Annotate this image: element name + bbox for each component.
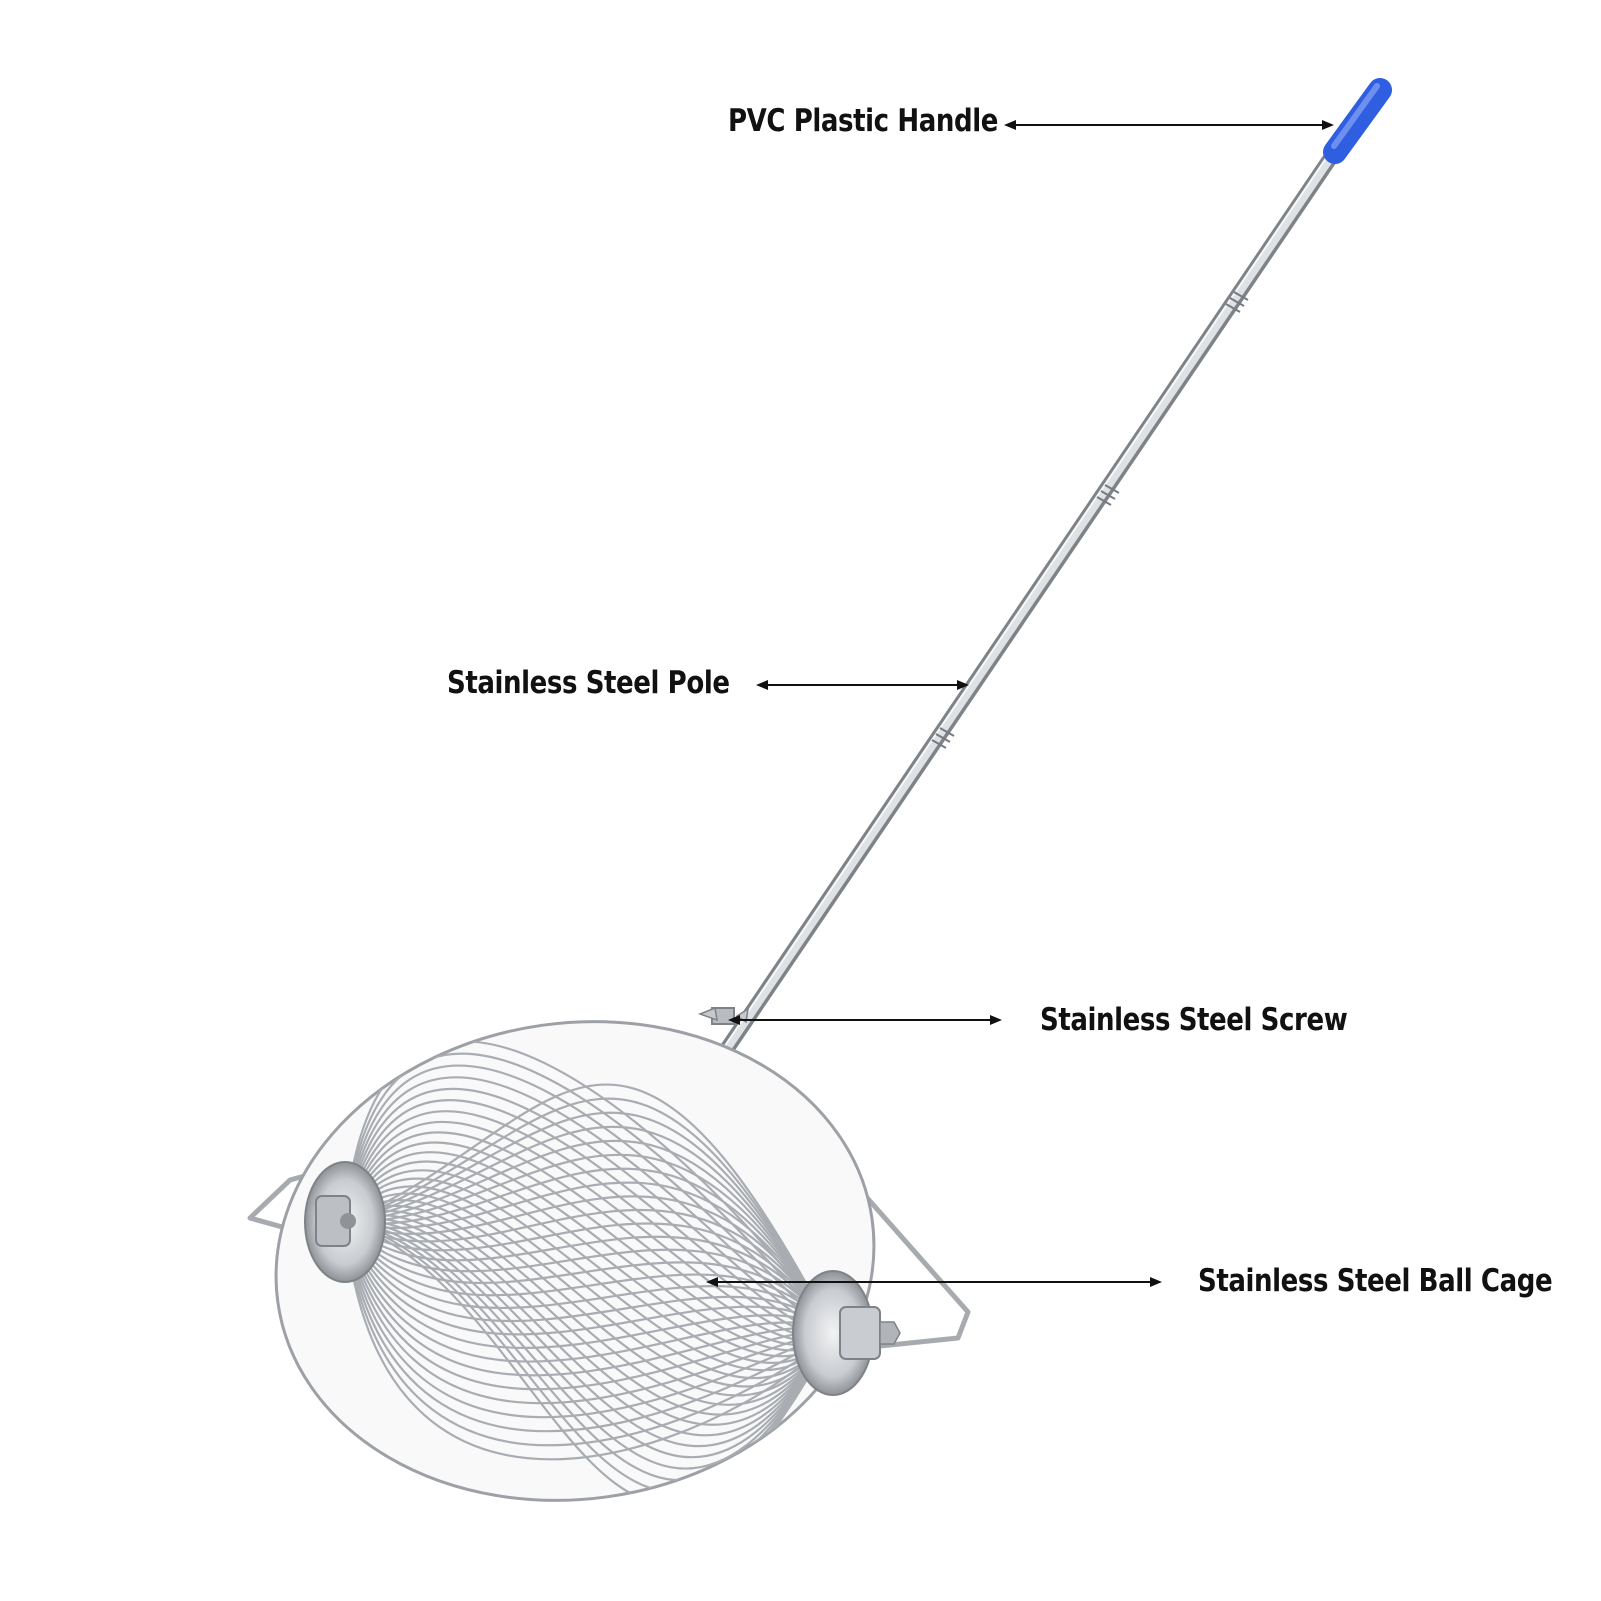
stainless-steel-pole: [710, 102, 1371, 1070]
cage-wire: [344, 1139, 834, 1334]
label-stainless-steel-pole: Stainless Steel Pole: [447, 665, 730, 701]
cage-wire: [344, 1221, 834, 1334]
cage-wire: [343, 1221, 834, 1461]
cage-wire: [344, 1221, 834, 1334]
cage-wire: [343, 1221, 834, 1350]
cage-wire: [343, 1221, 834, 1391]
annotation-arrows: [706, 120, 1334, 1287]
cage-wire: [344, 1221, 834, 1334]
cage-wire: [343, 1221, 834, 1405]
cage-wire: [344, 1208, 834, 1334]
cage-wire: [344, 1111, 834, 1334]
cage-wire: [344, 1153, 834, 1334]
label-stainless-steel-ball-cage: Stainless Steel Ball Cage: [1198, 1263, 1553, 1299]
cage-wire: [343, 1221, 834, 1377]
cage-wire: [344, 1167, 834, 1334]
cage-wire: [344, 1125, 834, 1334]
label-pvc-plastic-handle: PVC Plastic Handle: [728, 103, 998, 139]
cage-wire: [343, 1221, 834, 1433]
cage-wire: [344, 1221, 834, 1334]
cage-wire: [343, 1221, 834, 1419]
cage-wire: [344, 1083, 834, 1334]
cage-wire: [343, 1221, 834, 1447]
label-stainless-steel-screw: Stainless Steel Screw: [1040, 1002, 1348, 1038]
cage-wire: [344, 1097, 834, 1334]
arrow-handle: [1004, 120, 1334, 130]
cage-wire: [344, 1221, 834, 1334]
arrow-pole: [756, 680, 969, 690]
stainless-steel-ball-cage: [274, 1020, 901, 1505]
cage-wire: [343, 1221, 834, 1363]
arrow-cage: [706, 1277, 1162, 1287]
cage-wire: [343, 1221, 834, 1336]
pvc-plastic-handle: [1323, 78, 1392, 164]
arrow-screw: [728, 1015, 1002, 1025]
